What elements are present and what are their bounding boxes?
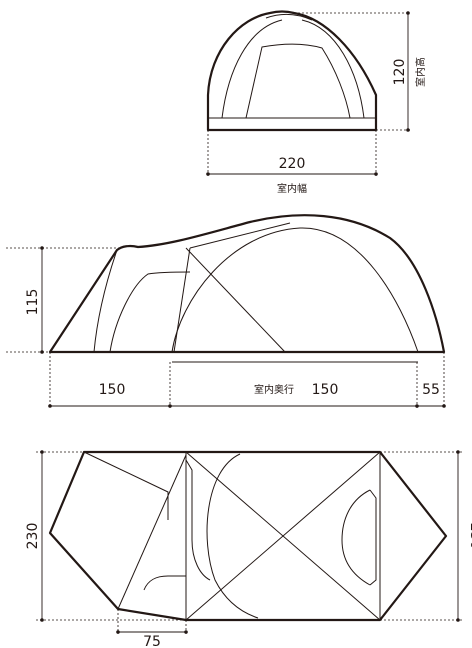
top-view-tent-outline bbox=[48, 450, 448, 622]
side-vestibule-value: 150 bbox=[99, 382, 126, 398]
front-height-value: 120 bbox=[392, 59, 408, 86]
front-view-tent-outline bbox=[206, 10, 378, 132]
top-view: 230 230 75 bbox=[25, 450, 472, 648]
top-right-width-value: 230 bbox=[467, 523, 472, 550]
front-width-label: 室内幅 bbox=[277, 182, 307, 195]
top-door-value: 75 bbox=[143, 634, 161, 648]
side-view-tent-outline bbox=[48, 214, 446, 363]
side-depth-label: 室内奥行 bbox=[254, 383, 294, 396]
top-left-width-value: 230 bbox=[25, 523, 41, 550]
side-rear-value: 55 bbox=[422, 382, 440, 398]
side-depth-value: 150 bbox=[312, 382, 339, 398]
front-width-value: 220 bbox=[279, 156, 306, 172]
front-view: 120 室内高 220 室内幅 bbox=[206, 10, 427, 195]
side-view: 115 150 室内奥行 150 55 bbox=[6, 214, 446, 408]
side-height-value: 115 bbox=[25, 289, 41, 316]
front-height-label: 室内高 bbox=[414, 57, 427, 87]
